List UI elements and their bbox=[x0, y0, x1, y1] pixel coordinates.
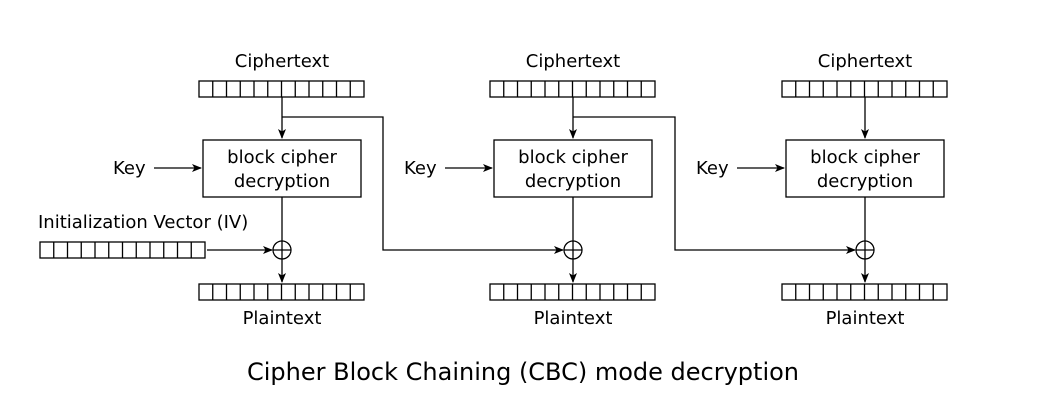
xor-icon-1 bbox=[272, 240, 292, 260]
cipher-label-line2-3: decryption bbox=[817, 171, 913, 192]
block-cipher-box-3 bbox=[785, 139, 945, 198]
chain-line-1-2 bbox=[282, 116, 564, 254]
key-label-3: Key bbox=[696, 158, 729, 179]
ciphertext-label-2: Ciphertext bbox=[526, 51, 620, 72]
ciphertext-register-1 bbox=[198, 80, 365, 98]
iv-register bbox=[39, 241, 206, 259]
plaintext-label-1: Plaintext bbox=[243, 308, 322, 329]
cipher-label-line1-2: block cipher bbox=[518, 147, 628, 168]
stage-1: Ciphertext Key block cipher decryption P… bbox=[113, 51, 365, 329]
key-label-1: Key bbox=[113, 158, 146, 179]
plaintext-register-3 bbox=[781, 283, 948, 301]
ciphertext-register-2 bbox=[489, 80, 656, 98]
iv-label: Initialization Vector (IV) bbox=[38, 212, 248, 233]
ciphertext-label-3: Ciphertext bbox=[818, 51, 912, 72]
xor-icon-2 bbox=[563, 240, 583, 260]
key-label-2: Key bbox=[404, 158, 437, 179]
plaintext-register-2 bbox=[489, 283, 656, 301]
chain-line-2-3 bbox=[573, 116, 856, 254]
plaintext-label-2: Plaintext bbox=[534, 308, 613, 329]
diagram-caption: Cipher Block Chaining (CBC) mode decrypt… bbox=[247, 358, 799, 386]
block-cipher-box-1 bbox=[202, 139, 362, 198]
ciphertext-register-3 bbox=[781, 80, 948, 98]
plaintext-register-1 bbox=[198, 283, 365, 301]
plaintext-label-3: Plaintext bbox=[826, 308, 905, 329]
cipher-label-line2-2: decryption bbox=[525, 171, 621, 192]
stage-3: Ciphertext Key block cipher decryption P… bbox=[696, 51, 948, 329]
cipher-label-line2-1: decryption bbox=[234, 171, 330, 192]
stage-2: Ciphertext Key block cipher decryption P… bbox=[404, 51, 656, 329]
xor-icon-3 bbox=[855, 240, 875, 260]
ciphertext-label-1: Ciphertext bbox=[235, 51, 329, 72]
cipher-label-line1-1: block cipher bbox=[227, 147, 337, 168]
cipher-label-line1-3: block cipher bbox=[810, 147, 920, 168]
block-cipher-box-2 bbox=[493, 139, 653, 198]
